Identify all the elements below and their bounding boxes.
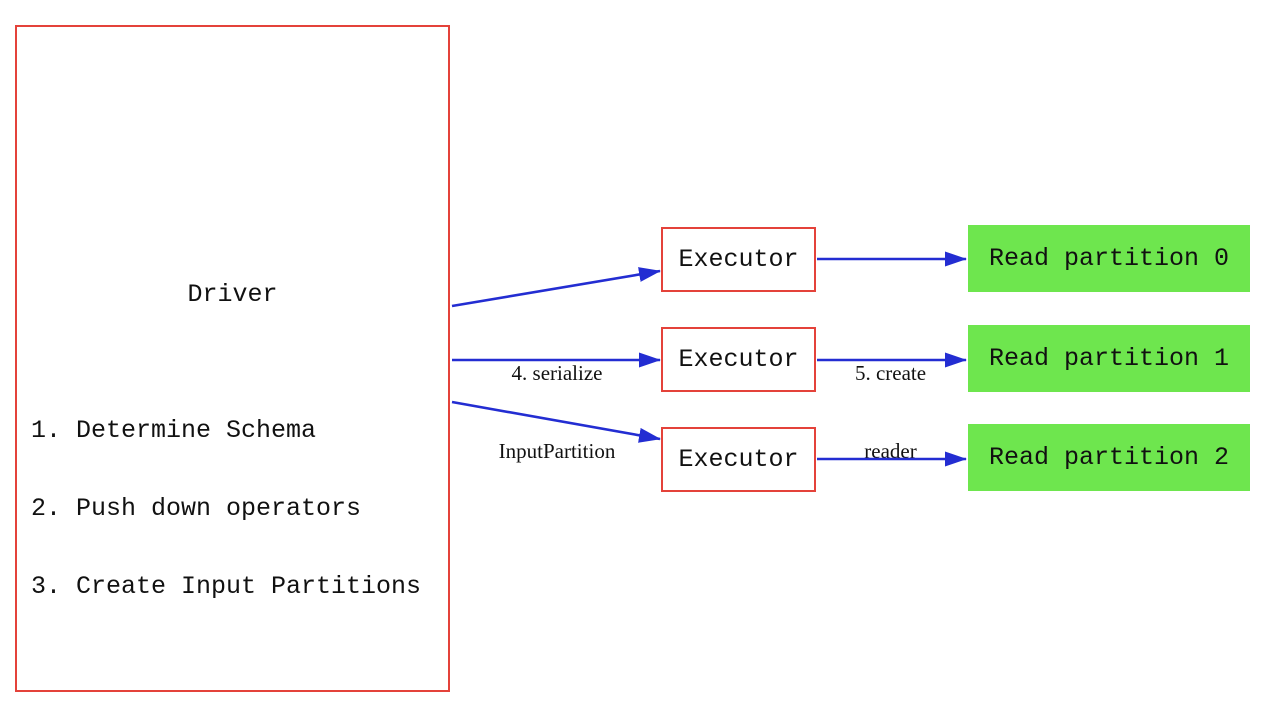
driver-node: Driver 1. Determine Schema 2. Push down … xyxy=(15,25,450,692)
executor-label-1: Executor xyxy=(678,345,799,374)
driver-step-3: 3. Create Input Partitions xyxy=(31,572,422,601)
driver-step-1: 1. Determine Schema xyxy=(31,416,317,445)
executor-label-2: Executor xyxy=(678,445,799,474)
executor-node-1: Executor xyxy=(661,327,816,392)
executor-node-0: Executor xyxy=(661,227,816,292)
executor-label-0: Executor xyxy=(678,245,799,274)
edge-label-create-reader: 5. create reader xyxy=(818,308,963,516)
executor-node-2: Executor xyxy=(661,427,816,492)
read-partition-label-2: Read partition 2 xyxy=(988,443,1230,472)
edge-label-create-reader-line2: reader xyxy=(864,439,917,463)
read-partition-node-2: Read partition 2 xyxy=(968,424,1250,491)
read-partition-label-0: Read partition 0 xyxy=(988,244,1230,273)
edge-label-serialize-line2: InputPartition xyxy=(498,439,616,463)
driver-steps-list: 1. Determine Schema 2. Push down operato… xyxy=(31,366,421,652)
read-partition-node-1: Read partition 1 xyxy=(968,325,1250,392)
read-partition-label-1: Read partition 1 xyxy=(988,344,1230,373)
driver-step-2: 2. Push down operators xyxy=(31,494,362,523)
edge-label-create-reader-line1: 5. create xyxy=(854,361,927,385)
arrow-driver-to-executor-0 xyxy=(451,267,661,308)
edge-label-serialize-inputpartition: 4. serialize InputPartition xyxy=(450,308,664,516)
read-partition-node-0: Read partition 0 xyxy=(968,225,1250,292)
edge-label-serialize-line1: 4. serialize xyxy=(511,361,603,385)
driver-title: Driver xyxy=(187,280,278,309)
